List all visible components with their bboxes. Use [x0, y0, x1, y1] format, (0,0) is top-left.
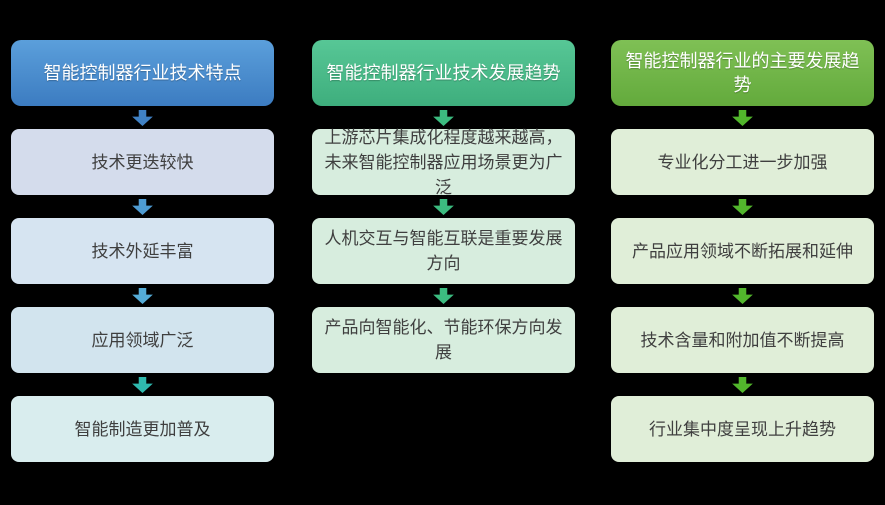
down-arrow-icon — [132, 198, 153, 215]
column-header-tech-features: 智能控制器行业技术特点 — [11, 40, 274, 106]
down-arrow-icon — [732, 376, 753, 393]
flow-box: 行业集中度呈现上升趋势 — [611, 396, 874, 462]
connector — [11, 373, 274, 396]
connector — [312, 195, 575, 218]
connector — [312, 106, 575, 129]
down-arrow-icon — [132, 287, 153, 304]
down-arrow-icon — [732, 109, 753, 126]
flow-box: 智能制造更加普及 — [11, 396, 274, 462]
down-arrow-icon — [132, 109, 153, 126]
flow-box: 应用领域广泛 — [11, 307, 274, 373]
column-header-industry-trends: 智能控制器行业的主要发展趋势 — [611, 40, 874, 106]
flow-box: 专业化分工进一步加强 — [611, 129, 874, 195]
flow-column-tech-features: 智能控制器行业技术特点 技术更迭较快 技术外延丰富 应用领域广泛 智能制造更加普… — [11, 40, 274, 462]
connector — [11, 195, 274, 218]
column-header-tech-trends: 智能控制器行业技术发展趋势 — [312, 40, 575, 106]
connector — [11, 106, 274, 129]
flow-box: 产品应用领域不断拓展和延伸 — [611, 218, 874, 284]
flow-box: 技术外延丰富 — [11, 218, 274, 284]
connector — [611, 195, 874, 218]
connector — [611, 106, 874, 129]
connector — [611, 373, 874, 396]
flow-box: 上游芯片集成化程度越来越高，未来智能控制器应用场景更为广泛 — [312, 128, 575, 197]
connector — [11, 284, 274, 307]
connector — [312, 284, 575, 307]
down-arrow-icon — [433, 287, 454, 304]
flow-column-tech-trends: 智能控制器行业技术发展趋势 上游芯片集成化程度越来越高，未来智能控制器应用场景更… — [312, 40, 575, 373]
down-arrow-icon — [732, 198, 753, 215]
down-arrow-icon — [132, 376, 153, 393]
flow-box: 人机交互与智能互联是重要发展方向 — [312, 218, 575, 284]
flow-column-industry-trends: 智能控制器行业的主要发展趋势 专业化分工进一步加强 产品应用领域不断拓展和延伸 … — [611, 40, 874, 462]
flow-box: 产品向智能化、节能环保方向发展 — [312, 307, 575, 373]
down-arrow-icon — [433, 198, 454, 215]
flow-box: 技术更迭较快 — [11, 129, 274, 195]
down-arrow-icon — [433, 109, 454, 126]
flow-box: 技术含量和附加值不断提高 — [611, 307, 874, 373]
connector — [611, 284, 874, 307]
down-arrow-icon — [732, 287, 753, 304]
